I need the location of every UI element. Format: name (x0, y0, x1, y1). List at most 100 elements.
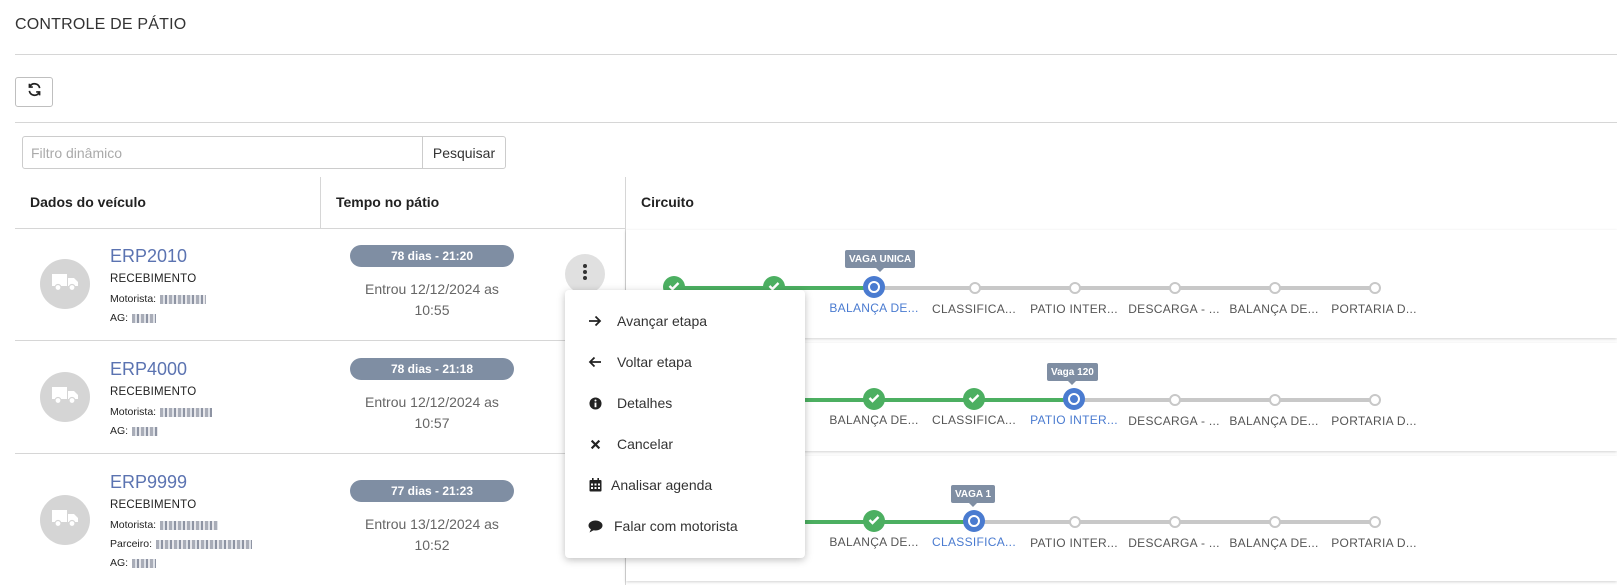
menu-item-label: Analisar agenda (611, 477, 713, 493)
ag-label: AG: (110, 425, 129, 437)
toolbar-divider (15, 122, 1617, 123)
step-label: CLASSIFICA... (932, 302, 1016, 316)
menu-item-cancel[interactable]: Cancelar (565, 425, 805, 463)
header-vehicle-data: Dados do veículo (30, 194, 146, 210)
ag-field: AG: (110, 425, 159, 437)
progress-line-done (800, 520, 974, 524)
partner-name-redacted (156, 539, 253, 549)
progress-line-pending (1074, 398, 1374, 402)
step-label: BALANÇA DE... (829, 413, 919, 427)
step-pending-node[interactable] (1269, 282, 1281, 294)
driver-name-redacted (160, 520, 219, 530)
step-pending-node[interactable] (969, 282, 981, 294)
ag-value-redacted (132, 426, 159, 436)
step-pending-node[interactable] (1169, 516, 1181, 528)
step-current-node[interactable] (863, 276, 885, 298)
ag-value-redacted (132, 313, 157, 323)
menu-item-label: Detalhes (617, 395, 673, 411)
vehicle-plate[interactable]: ERP4000 (110, 359, 188, 379)
step-pending-node[interactable] (1369, 282, 1381, 294)
driver-field: Motorista: (110, 519, 219, 531)
arrow-right-icon (587, 313, 603, 329)
step-label: BALANÇA DE... (1229, 302, 1319, 316)
more-actions-button[interactable] (565, 254, 605, 294)
step-label: PATIO INTER... (1030, 536, 1118, 550)
driver-label: Motorista: (110, 519, 157, 531)
progress-line-done (800, 398, 1074, 402)
driver-name-redacted (160, 407, 213, 417)
step-done-node[interactable] (863, 510, 885, 532)
step-label: DESCARGA - ... (1128, 536, 1220, 550)
vehicle-plate[interactable]: ERP2010 (110, 246, 188, 266)
header-time-in-yard: Tempo no pátio (336, 194, 440, 210)
driver-label: Motorista: (110, 406, 157, 418)
step-pending-node[interactable] (1369, 394, 1381, 406)
partner-label: Parceiro: (110, 538, 153, 550)
more-vertical-icon (582, 263, 588, 286)
partner-field: Parceiro: (110, 538, 253, 550)
arrow-left-icon (587, 354, 603, 370)
step-label: BALANÇA DE... (1229, 536, 1319, 550)
vehicle-type: RECEBIMENTO (110, 499, 197, 511)
step-pending-node[interactable] (1269, 516, 1281, 528)
vehicle-plate[interactable]: ERP9999 (110, 472, 188, 492)
menu-item-label: Falar com motorista (614, 518, 738, 534)
step-label: PORTARIA D... (1331, 302, 1417, 316)
progress-line-pending (874, 286, 1374, 290)
step-pending-node[interactable] (1069, 282, 1081, 294)
search-input[interactable] (22, 136, 423, 169)
step-pending-node[interactable] (1169, 282, 1181, 294)
close-icon (587, 436, 603, 452)
step-pending-node[interactable] (1369, 516, 1381, 528)
driver-label: Motorista: (110, 293, 157, 305)
avatar (40, 372, 90, 422)
menu-item-label: Voltar etapa (617, 354, 692, 370)
time-in-yard-badge: 78 dias - 21:18 (350, 358, 514, 380)
step-done-node[interactable] (863, 388, 885, 410)
row-divider (15, 228, 625, 229)
step-current-node[interactable] (1063, 388, 1085, 410)
ag-value-redacted (132, 558, 157, 568)
step-label: DESCARGA - ... (1128, 414, 1220, 428)
ag-label: AG: (110, 557, 129, 569)
driver-field: Motorista: (110, 406, 213, 418)
menu-item-talk-to-driver[interactable]: Falar com motorista (565, 507, 805, 545)
check-icon (968, 390, 980, 408)
vehicle-type: RECEBIMENTO (110, 386, 197, 398)
check-icon (768, 278, 780, 296)
step-label: PORTARIA D... (1331, 536, 1417, 550)
menu-item-label: Cancelar (617, 436, 674, 452)
step-pending-node[interactable] (1269, 394, 1281, 406)
menu-item-label: Avançar etapa (617, 313, 708, 329)
chat-icon (587, 518, 603, 534)
step-current-node[interactable] (963, 510, 985, 532)
step-label: DESCARGA - ... (1128, 302, 1220, 316)
current-step-tooltip: VAGA 1 (951, 485, 996, 507)
info-icon (587, 395, 603, 411)
avatar (40, 495, 90, 545)
calendar-icon (587, 477, 603, 493)
menu-item-details[interactable]: Detalhes (565, 384, 805, 422)
step-label: CLASSIFICA... (932, 535, 1016, 549)
ag-field: AG: (110, 312, 157, 324)
menu-item-advance-step[interactable]: Avançar etapa (565, 302, 805, 340)
refresh-button[interactable] (15, 77, 53, 107)
time-in-yard-badge: 78 dias - 21:20 (350, 245, 514, 267)
avatar (40, 259, 90, 309)
menu-item-previous-step[interactable]: Voltar etapa (565, 343, 805, 381)
check-icon (868, 512, 880, 530)
search-button[interactable]: Pesquisar (422, 136, 506, 169)
header-divider (15, 54, 1617, 55)
menu-item-analyze-schedule[interactable]: Analisar agenda (565, 466, 805, 504)
context-menu: Avançar etapa Voltar etapa Detalhes Canc… (565, 290, 805, 558)
row-divider (15, 453, 625, 454)
step-pending-node[interactable] (1169, 394, 1181, 406)
refresh-icon (27, 82, 42, 102)
step-pending-node[interactable] (1069, 516, 1081, 528)
step-label: PATIO INTER... (1030, 302, 1118, 316)
step-label: PORTARIA D... (1331, 414, 1417, 428)
step-done-node[interactable] (963, 388, 985, 410)
driver-name-redacted (160, 294, 207, 304)
